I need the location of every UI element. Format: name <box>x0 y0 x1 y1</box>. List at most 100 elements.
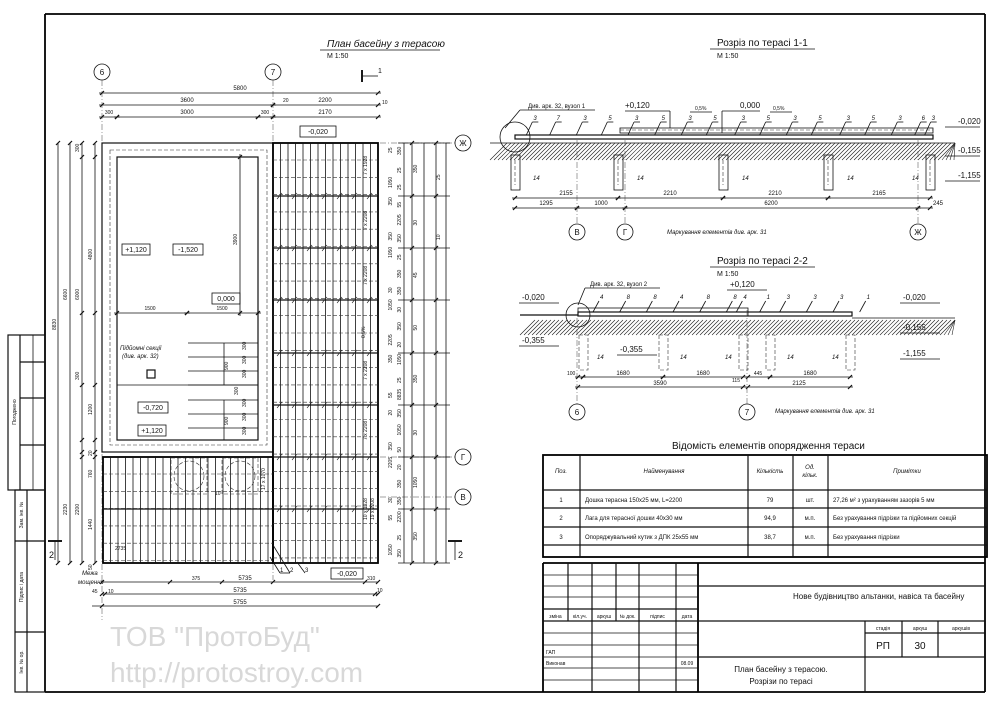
plan-title: План басейну з терасою <box>327 38 445 50</box>
item-leader <box>864 121 872 136</box>
dim-45: 45 <box>92 589 98 595</box>
dim-tick <box>615 195 621 201</box>
decking <box>577 311 853 317</box>
item-mark: 8 <box>707 295 711 301</box>
hatch-line <box>851 319 868 336</box>
original-inv-label: Інв. № ор. <box>19 650 25 673</box>
board-count-label: 7 x 2208 <box>363 266 369 285</box>
dim-tick <box>372 591 378 597</box>
hatch-line <box>607 319 624 336</box>
watermarks: ТОВ "ПротоБуд"http://protostroy.com <box>110 621 363 688</box>
item-mark: 3 <box>742 116 746 122</box>
dim: 2125 <box>792 381 806 387</box>
item-mark: 8 <box>733 295 737 301</box>
joist-mark <box>306 192 313 200</box>
hatch-line <box>679 319 696 336</box>
dim-tick <box>575 384 581 390</box>
dim-3000: 3000 <box>180 110 194 116</box>
lift-sections-note: Підйомні секції <box>120 345 162 352</box>
hatch-line <box>709 142 728 161</box>
level-zero: 0,000 <box>740 101 761 110</box>
hatch-line <box>887 319 904 336</box>
header-qty: Кількість <box>757 469 784 475</box>
axis-v-label: В <box>574 228 579 237</box>
dim-right: 350 <box>397 496 403 505</box>
tb-col-label: аркуш <box>597 614 611 620</box>
joist-mark <box>351 296 358 304</box>
dim-tick <box>255 114 261 120</box>
item-mark: 1 <box>767 295 770 301</box>
joist-mark <box>291 244 298 252</box>
hatch-line <box>845 142 864 161</box>
hatch-line <box>583 319 600 336</box>
dim-right: 1050 <box>388 299 394 310</box>
hatch-line <box>897 142 916 161</box>
hatch-line <box>711 319 728 336</box>
dim-tick <box>740 374 746 380</box>
dim-tick <box>99 591 105 597</box>
joist-mark <box>276 401 283 409</box>
dim-tick <box>847 384 853 390</box>
axis-zh-label: Ж <box>459 139 467 148</box>
hatch-line <box>543 319 560 336</box>
dim-3600: 3600 <box>180 98 194 104</box>
hatch-line <box>531 319 548 336</box>
board-count-label: 7 x 2208 <box>363 361 369 380</box>
dim-right: 55 <box>388 392 394 398</box>
item-leader <box>525 121 533 136</box>
dim-inner: 300 <box>242 398 248 407</box>
dim-tick <box>270 579 276 585</box>
dim-tick <box>67 560 73 566</box>
item-mark: 3 <box>898 116 902 122</box>
hatch-line <box>875 319 892 336</box>
level-pool-edge-2-box <box>137 424 167 437</box>
hatch-line <box>519 319 536 336</box>
pool-dashed-outline <box>109 149 268 446</box>
hatch-line <box>703 319 720 336</box>
level-minus-0155: -0,155 <box>958 146 981 155</box>
joist-mark <box>366 505 373 513</box>
item-leader <box>699 300 707 313</box>
dim-tick <box>433 297 439 303</box>
item-leader <box>575 121 583 136</box>
axis-v-bubble <box>454 488 472 506</box>
item-mark: 5 <box>662 116 666 122</box>
hatch-line <box>791 319 808 336</box>
pile-label: 14 <box>787 355 794 361</box>
dim-10: 10 <box>382 100 388 106</box>
hatch-line <box>505 142 524 161</box>
slope-label: 0,5% <box>773 106 785 112</box>
hatch-line <box>533 142 552 161</box>
item-mark: 3 <box>840 295 844 301</box>
row-pos: 2 <box>559 516 563 522</box>
dim-tick <box>740 384 746 390</box>
dim-right: 350 <box>413 164 419 173</box>
hatch-line <box>947 319 956 336</box>
level-plan-bottom: -0,020 <box>337 571 357 578</box>
hatch-line <box>619 319 636 336</box>
item-leader <box>759 121 767 136</box>
hatch-line <box>559 319 576 336</box>
item-leader <box>627 121 635 136</box>
hatch-line <box>923 319 940 336</box>
hatch-line <box>917 142 936 161</box>
item-mark: 4 <box>600 295 604 301</box>
board-count-label: 17 x 1070 <box>261 468 267 490</box>
header-notes: Примітки <box>893 469 921 475</box>
row-unit: шт. <box>806 498 815 504</box>
item-mark: 5 <box>713 116 717 122</box>
item-mark: 6 <box>922 116 926 122</box>
dim-right: 1050 <box>413 477 419 488</box>
tb-col-label: підпис <box>650 614 665 620</box>
hatch-line <box>641 142 660 161</box>
item-leader <box>924 121 932 136</box>
hatch-line <box>799 319 816 336</box>
dim-left: 50 <box>88 564 94 570</box>
pile-label: 14 <box>533 176 540 182</box>
hatch-line <box>789 142 808 161</box>
level-step: -0,720 <box>143 405 163 412</box>
joist-mark <box>321 349 328 357</box>
level-zero: 0,000 <box>217 296 235 303</box>
dim-tick <box>92 140 98 146</box>
hatch-line <box>567 319 584 336</box>
